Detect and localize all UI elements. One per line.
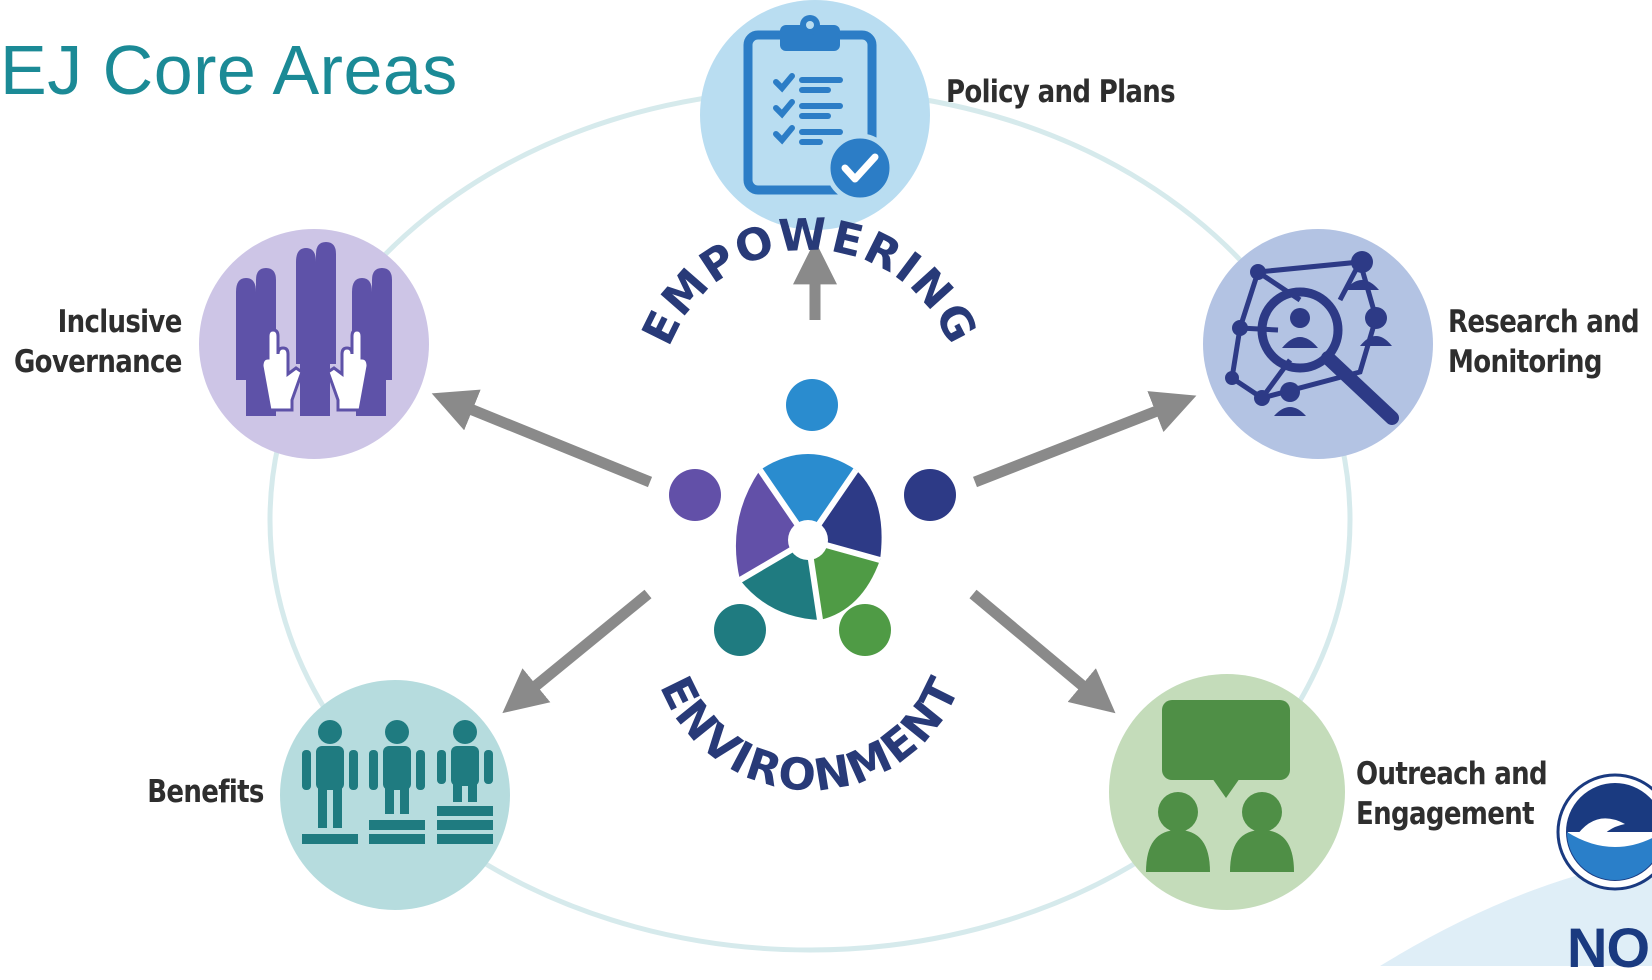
arc-text-bottom: ENVIRONMENT xyxy=(649,669,970,802)
label-line: Benefits xyxy=(147,774,264,810)
label-line: Outreach and xyxy=(1356,756,1548,792)
people-circle-emblem xyxy=(669,379,956,656)
arrow-lower-left xyxy=(502,589,652,714)
label-policy-and-plans: Policy and Plans xyxy=(946,72,1176,112)
speech-bubble-people-icon xyxy=(1146,700,1294,872)
arc-text-bottom-path: ENVIRONMENT xyxy=(649,669,968,802)
label-inclusive-governance: Inclusive Governance xyxy=(14,302,182,382)
network-magnifier-icon xyxy=(1225,251,1399,425)
raised-hands-icon xyxy=(236,242,392,416)
arrow-upper-right xyxy=(973,391,1197,488)
label-research-and-monitoring: Research and Monitoring xyxy=(1448,302,1640,382)
noaa-logo-text: NO xyxy=(1567,916,1650,979)
label-line: Research and xyxy=(1448,304,1640,340)
arrow-lower-right xyxy=(969,589,1116,714)
people-on-platforms-icon xyxy=(302,720,493,844)
page-title: EJ Core Areas xyxy=(0,31,458,109)
clipboard-checklist-icon xyxy=(743,15,895,203)
label-line: Governance xyxy=(14,344,182,380)
label-line: Inclusive xyxy=(57,304,183,340)
label-line: Policy and Plans xyxy=(946,74,1176,110)
label-outreach-and-engagement: Outreach and Engagement xyxy=(1356,754,1548,834)
label-benefits: Benefits xyxy=(147,772,264,812)
arrows xyxy=(431,240,1197,714)
noaa-logo xyxy=(1380,773,1652,966)
label-line: Monitoring xyxy=(1448,344,1603,380)
label-line: Engagement xyxy=(1356,796,1535,832)
arrow-upper-left xyxy=(431,389,653,488)
